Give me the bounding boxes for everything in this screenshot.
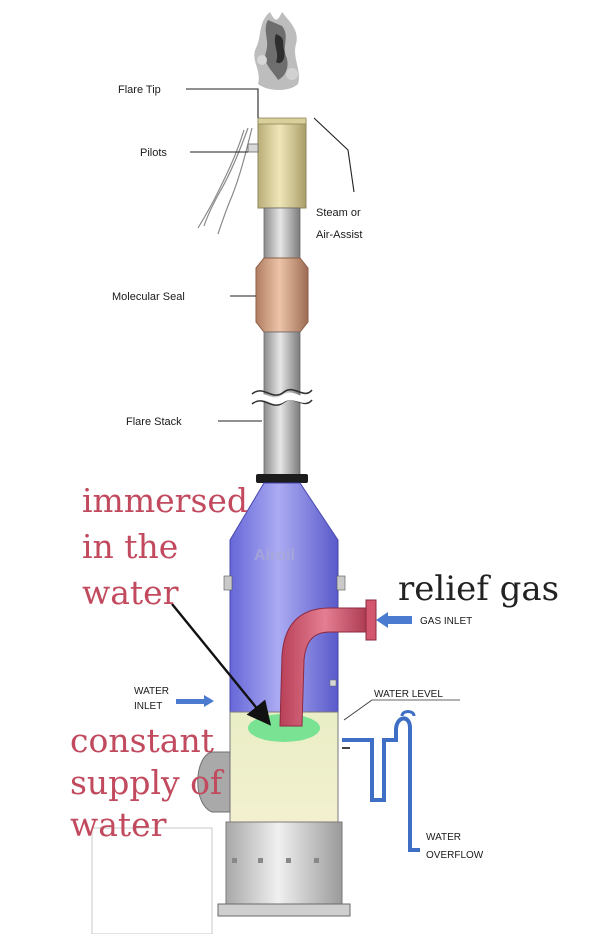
overflow-vent <box>400 710 416 717</box>
vessel-port <box>329 679 337 687</box>
leader-lines <box>186 88 355 422</box>
water-level-label: WATER LEVEL <box>374 689 443 700</box>
steam-label-line2: Air-Assist <box>316 229 362 241</box>
flare-tip-rim <box>257 117 307 125</box>
water-overflow-label-line1: WATER <box>426 832 461 843</box>
immersed-arrow <box>171 603 272 726</box>
steam-label-line1: Steam or <box>316 207 361 219</box>
annotation-relief-gas: relief gas <box>398 569 559 609</box>
relief-gas-pipe <box>279 607 371 727</box>
side-tank <box>197 751 231 813</box>
water-overflow-label-line2: OVERFLOW <box>426 850 484 861</box>
upper-stack-section <box>263 207 301 259</box>
gas-inlet-arrow-icon <box>376 612 412 628</box>
pilot-lines <box>197 127 253 235</box>
brand-text: Airoil <box>254 547 295 564</box>
vessel-base <box>225 821 343 911</box>
molecular-seal-label: Molecular Seal <box>112 291 185 303</box>
water-level-marker <box>343 699 460 721</box>
annotation-immersed-line2: in the <box>82 527 178 566</box>
annotation-constant-line3: water <box>70 805 167 844</box>
water-inlet-label-line2: INLET <box>134 701 162 712</box>
stack-flange <box>256 474 308 483</box>
pilot-nozzle <box>247 143 259 153</box>
base-bolts <box>232 858 319 863</box>
base-plate <box>217 903 351 917</box>
gas-inlet-label: GAS INLET <box>420 616 472 627</box>
vessel-nozzle-right <box>336 575 346 591</box>
pilots-label: Pilots <box>140 147 167 159</box>
water-inlet-label-line1: WATER <box>134 686 169 697</box>
annotation-constant-line2: supply of <box>70 763 225 802</box>
flare-stack-label: Flare Stack <box>126 416 182 428</box>
annotation-immersed-line1: immersed <box>82 481 248 520</box>
flare-tip <box>257 119 307 209</box>
stack-break-mark <box>251 388 313 406</box>
vessel-nozzle-left <box>223 575 233 591</box>
blank-overlay-box <box>91 827 213 934</box>
water-inlet-arrow-icon <box>176 695 214 707</box>
flare-stack <box>263 331 301 481</box>
annotation-immersed-line3: water <box>82 573 179 612</box>
molecular-seal <box>255 257 309 333</box>
flare-tip-label: Flare Tip <box>118 84 161 96</box>
gas-inlet-flange <box>365 599 377 641</box>
flame-smoke-icon <box>254 12 299 90</box>
overflow-u-tube <box>342 716 420 852</box>
annotation-constant-line1: constant <box>70 721 214 760</box>
